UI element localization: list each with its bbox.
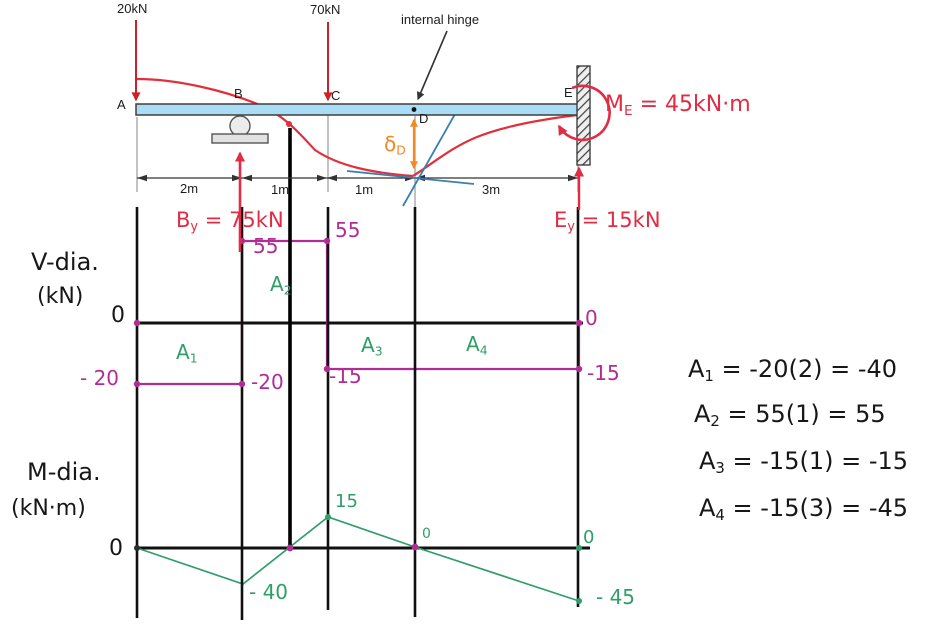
v-value-neg15-right: -15 xyxy=(587,361,620,385)
calc-a2-base: A xyxy=(694,400,711,428)
calc-a3-base: A xyxy=(699,447,716,475)
hinge-pointer-arrow xyxy=(416,30,448,101)
calc-a4-expr: = -15(3) = -45 xyxy=(724,494,909,522)
a2-base: A xyxy=(270,272,284,296)
moment-arc-me xyxy=(557,84,611,142)
v-area-a1-label: A1 xyxy=(176,342,198,365)
point-label-d: D xyxy=(419,111,429,126)
shear-diagram-curve xyxy=(135,239,583,386)
reaction-by-sub: y xyxy=(190,219,199,235)
moment-me-label: ME = 45kN·m xyxy=(605,94,751,118)
m-value-neg45: - 45 xyxy=(596,585,636,609)
moment-me-value: = 45kN·m xyxy=(632,92,751,117)
v-area-a3-label: A3 xyxy=(361,335,383,358)
a4-sub: 4 xyxy=(479,342,488,358)
a1-base: A xyxy=(176,340,190,364)
m-diagram-title: M-dia. xyxy=(27,458,101,486)
v-diagram-units: (kN) xyxy=(37,284,84,309)
v-value-neg15-left: -15 xyxy=(329,364,362,388)
hinge-tangent-lines xyxy=(346,106,475,207)
v-value-zero-right: 0 xyxy=(585,306,598,330)
reaction-by-base: B xyxy=(176,208,191,232)
moment-diagram-curve xyxy=(135,516,590,602)
projection-gridlines xyxy=(135,207,580,620)
point-label-e: E xyxy=(564,85,573,100)
inflection-point-dot xyxy=(286,121,292,127)
m-axis-zero-label: 0 xyxy=(109,536,123,561)
beam-figure xyxy=(131,20,611,252)
reaction-ey-base: E xyxy=(554,208,568,232)
calc-line-a1: A1 = -20(2) = -40 xyxy=(688,357,897,384)
v-diagram-title: V-dia. xyxy=(31,248,99,276)
moment-me-base: M xyxy=(605,92,624,117)
reaction-by-label: By = 75kN xyxy=(176,210,284,234)
internal-hinge-dot xyxy=(411,107,417,112)
calc-a3-expr: = -15(1) = -15 xyxy=(724,447,909,475)
a1-sub: 1 xyxy=(189,350,198,366)
load-70kn-label: 70kN xyxy=(310,2,341,17)
dimension-line xyxy=(137,174,578,182)
m-value-zero-hinge: 0 xyxy=(422,526,431,542)
v-area-a2-label: A2 xyxy=(270,274,292,297)
a3-base: A xyxy=(361,333,375,357)
reaction-ey-sub: y xyxy=(567,219,575,235)
dim-label-ab: 2m xyxy=(180,181,199,196)
calc-line-a3: A3 = -15(1) = -15 xyxy=(699,449,908,476)
dimension-arrowheads xyxy=(137,174,578,182)
calc-a2-expr: = 55(1) = 55 xyxy=(719,400,886,428)
m-value-zero-e: 0 xyxy=(583,527,595,548)
delta-base: δ xyxy=(384,132,397,156)
m-value-neg40: - 40 xyxy=(249,580,289,604)
delta-sub: D xyxy=(396,142,406,158)
calc-a2-sub: 2 xyxy=(710,412,720,431)
calc-a3-sub: 3 xyxy=(715,459,725,478)
point-label-b: B xyxy=(234,86,243,101)
moment-diagram-dots xyxy=(134,514,582,604)
a3-sub: 3 xyxy=(374,343,383,359)
calc-a1-base: A xyxy=(688,355,705,383)
point-label-a: A xyxy=(117,97,126,112)
dim-label-de: 3m xyxy=(482,182,501,197)
point-label-c: C xyxy=(331,88,341,103)
calc-a1-expr: = -20(2) = -40 xyxy=(713,355,898,383)
shear-polyline xyxy=(135,239,581,386)
moment-me-sub: E xyxy=(623,102,633,119)
reaction-by-value: = 75kN xyxy=(198,208,284,232)
beam xyxy=(135,103,579,116)
load-20kn-label: 20kN xyxy=(117,1,148,16)
a2-sub: 2 xyxy=(283,282,292,298)
v-value-55-right: 55 xyxy=(335,218,361,242)
a4-base: A xyxy=(466,332,480,356)
dim-label-cd: 1m xyxy=(355,182,374,197)
internal-hinge-label: internal hinge xyxy=(401,12,480,27)
roller-support xyxy=(211,115,269,144)
m-diagram-units: (kN·m) xyxy=(11,496,86,521)
dim-label-bc: 1m xyxy=(271,182,290,197)
deflected-shape-curve xyxy=(136,77,578,178)
deflection-delta-d-label: δD xyxy=(384,134,406,157)
reaction-ey-value: = 15kN xyxy=(574,208,661,232)
reaction-ey-label: Ey = 15kN xyxy=(554,210,661,234)
v-area-a4-label: A4 xyxy=(466,334,488,357)
moment-polyline xyxy=(136,516,580,602)
v-axis-zero-label: 0 xyxy=(111,303,125,328)
v-value-neg20-left: - 20 xyxy=(80,366,120,390)
calc-a1-sub: 1 xyxy=(704,367,714,386)
m-value-15: 15 xyxy=(335,491,358,512)
v-value-neg20-right: -20 xyxy=(251,370,284,394)
v-value-55-left: 55 xyxy=(253,234,279,258)
calc-line-a2: A2 = 55(1) = 55 xyxy=(694,402,886,429)
calc-a4-base: A xyxy=(699,494,716,522)
fixed-support-wall xyxy=(576,65,591,166)
calc-line-a4: A4 = -15(3) = -45 xyxy=(699,496,908,523)
calc-a4-sub: 4 xyxy=(715,506,725,525)
